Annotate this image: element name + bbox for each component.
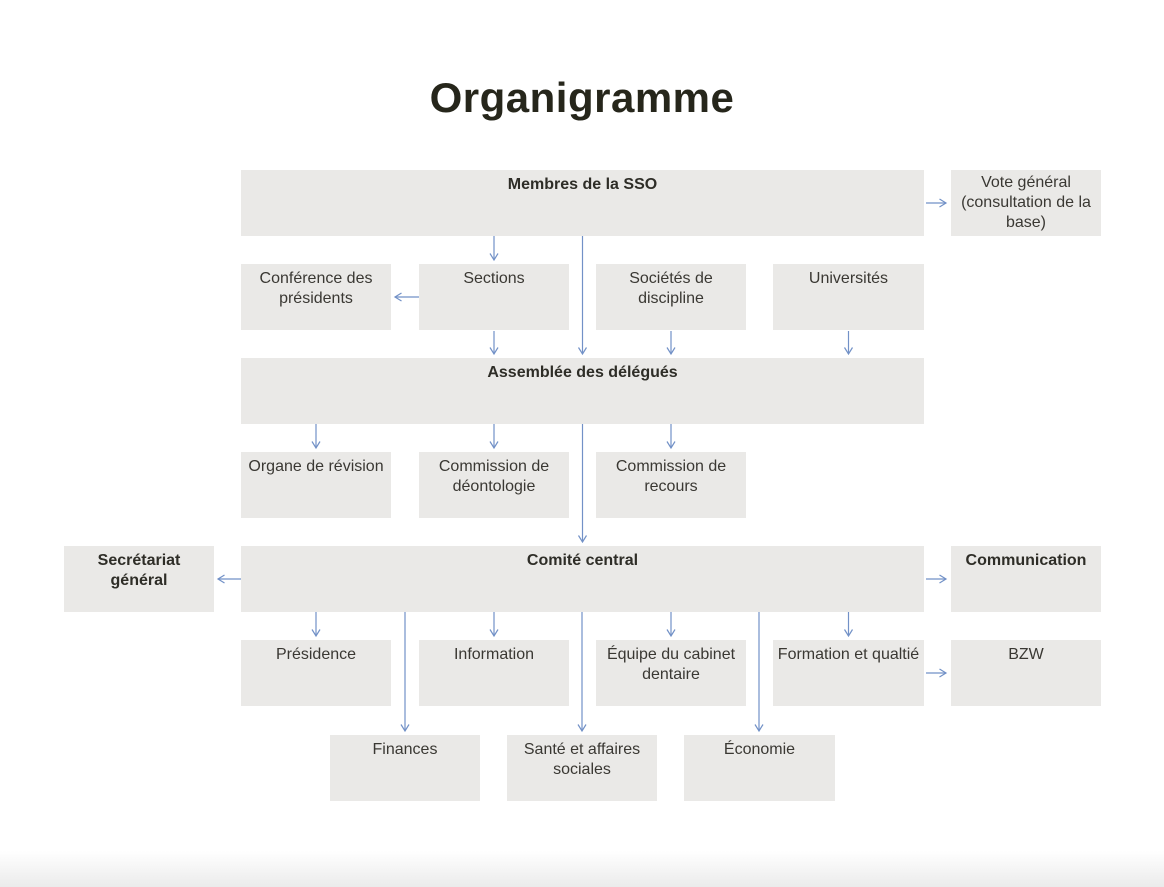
node-organe-de-revision: Organe de révision — [241, 452, 391, 518]
node-commission-de-recours: Commission de recours — [596, 452, 746, 518]
page-title: Organigramme — [429, 74, 735, 121]
node-societes-de-discipline: Sociétés de discipline — [596, 264, 746, 330]
node-communication: Communication — [951, 546, 1101, 612]
page-bottom-fade — [0, 851, 1164, 887]
node-sections: Sections — [419, 264, 569, 330]
node-formation-et-qualite: Formation et qualtié — [773, 640, 924, 706]
node-secretariat-general: Secrétariat général — [64, 546, 214, 612]
node-vote-general: Vote général (consultation de la base) — [951, 170, 1101, 236]
node-information: Information — [419, 640, 569, 706]
node-conference-des-presidents: Conférence des présidents — [241, 264, 391, 330]
node-universites: Universités — [773, 264, 924, 330]
node-comite-central: Comité central — [241, 546, 924, 612]
node-sante-et-affaires-sociales: Santé et affaires sociales — [507, 735, 657, 801]
node-membres-de-la-sso: Membres de la SSO — [241, 170, 924, 236]
node-commission-de-deontologie: Commission de déontologie — [419, 452, 569, 518]
node-presidence: Présidence — [241, 640, 391, 706]
node-finances: Finances — [330, 735, 480, 801]
node-bzw: BZW — [951, 640, 1101, 706]
node-assemblee-des-delegues: Assemblée des délégués — [241, 358, 924, 424]
node-equipe-du-cabinet-dentaire: Équipe du cabinet dentaire — [596, 640, 746, 706]
node-economie: Économie — [684, 735, 835, 801]
